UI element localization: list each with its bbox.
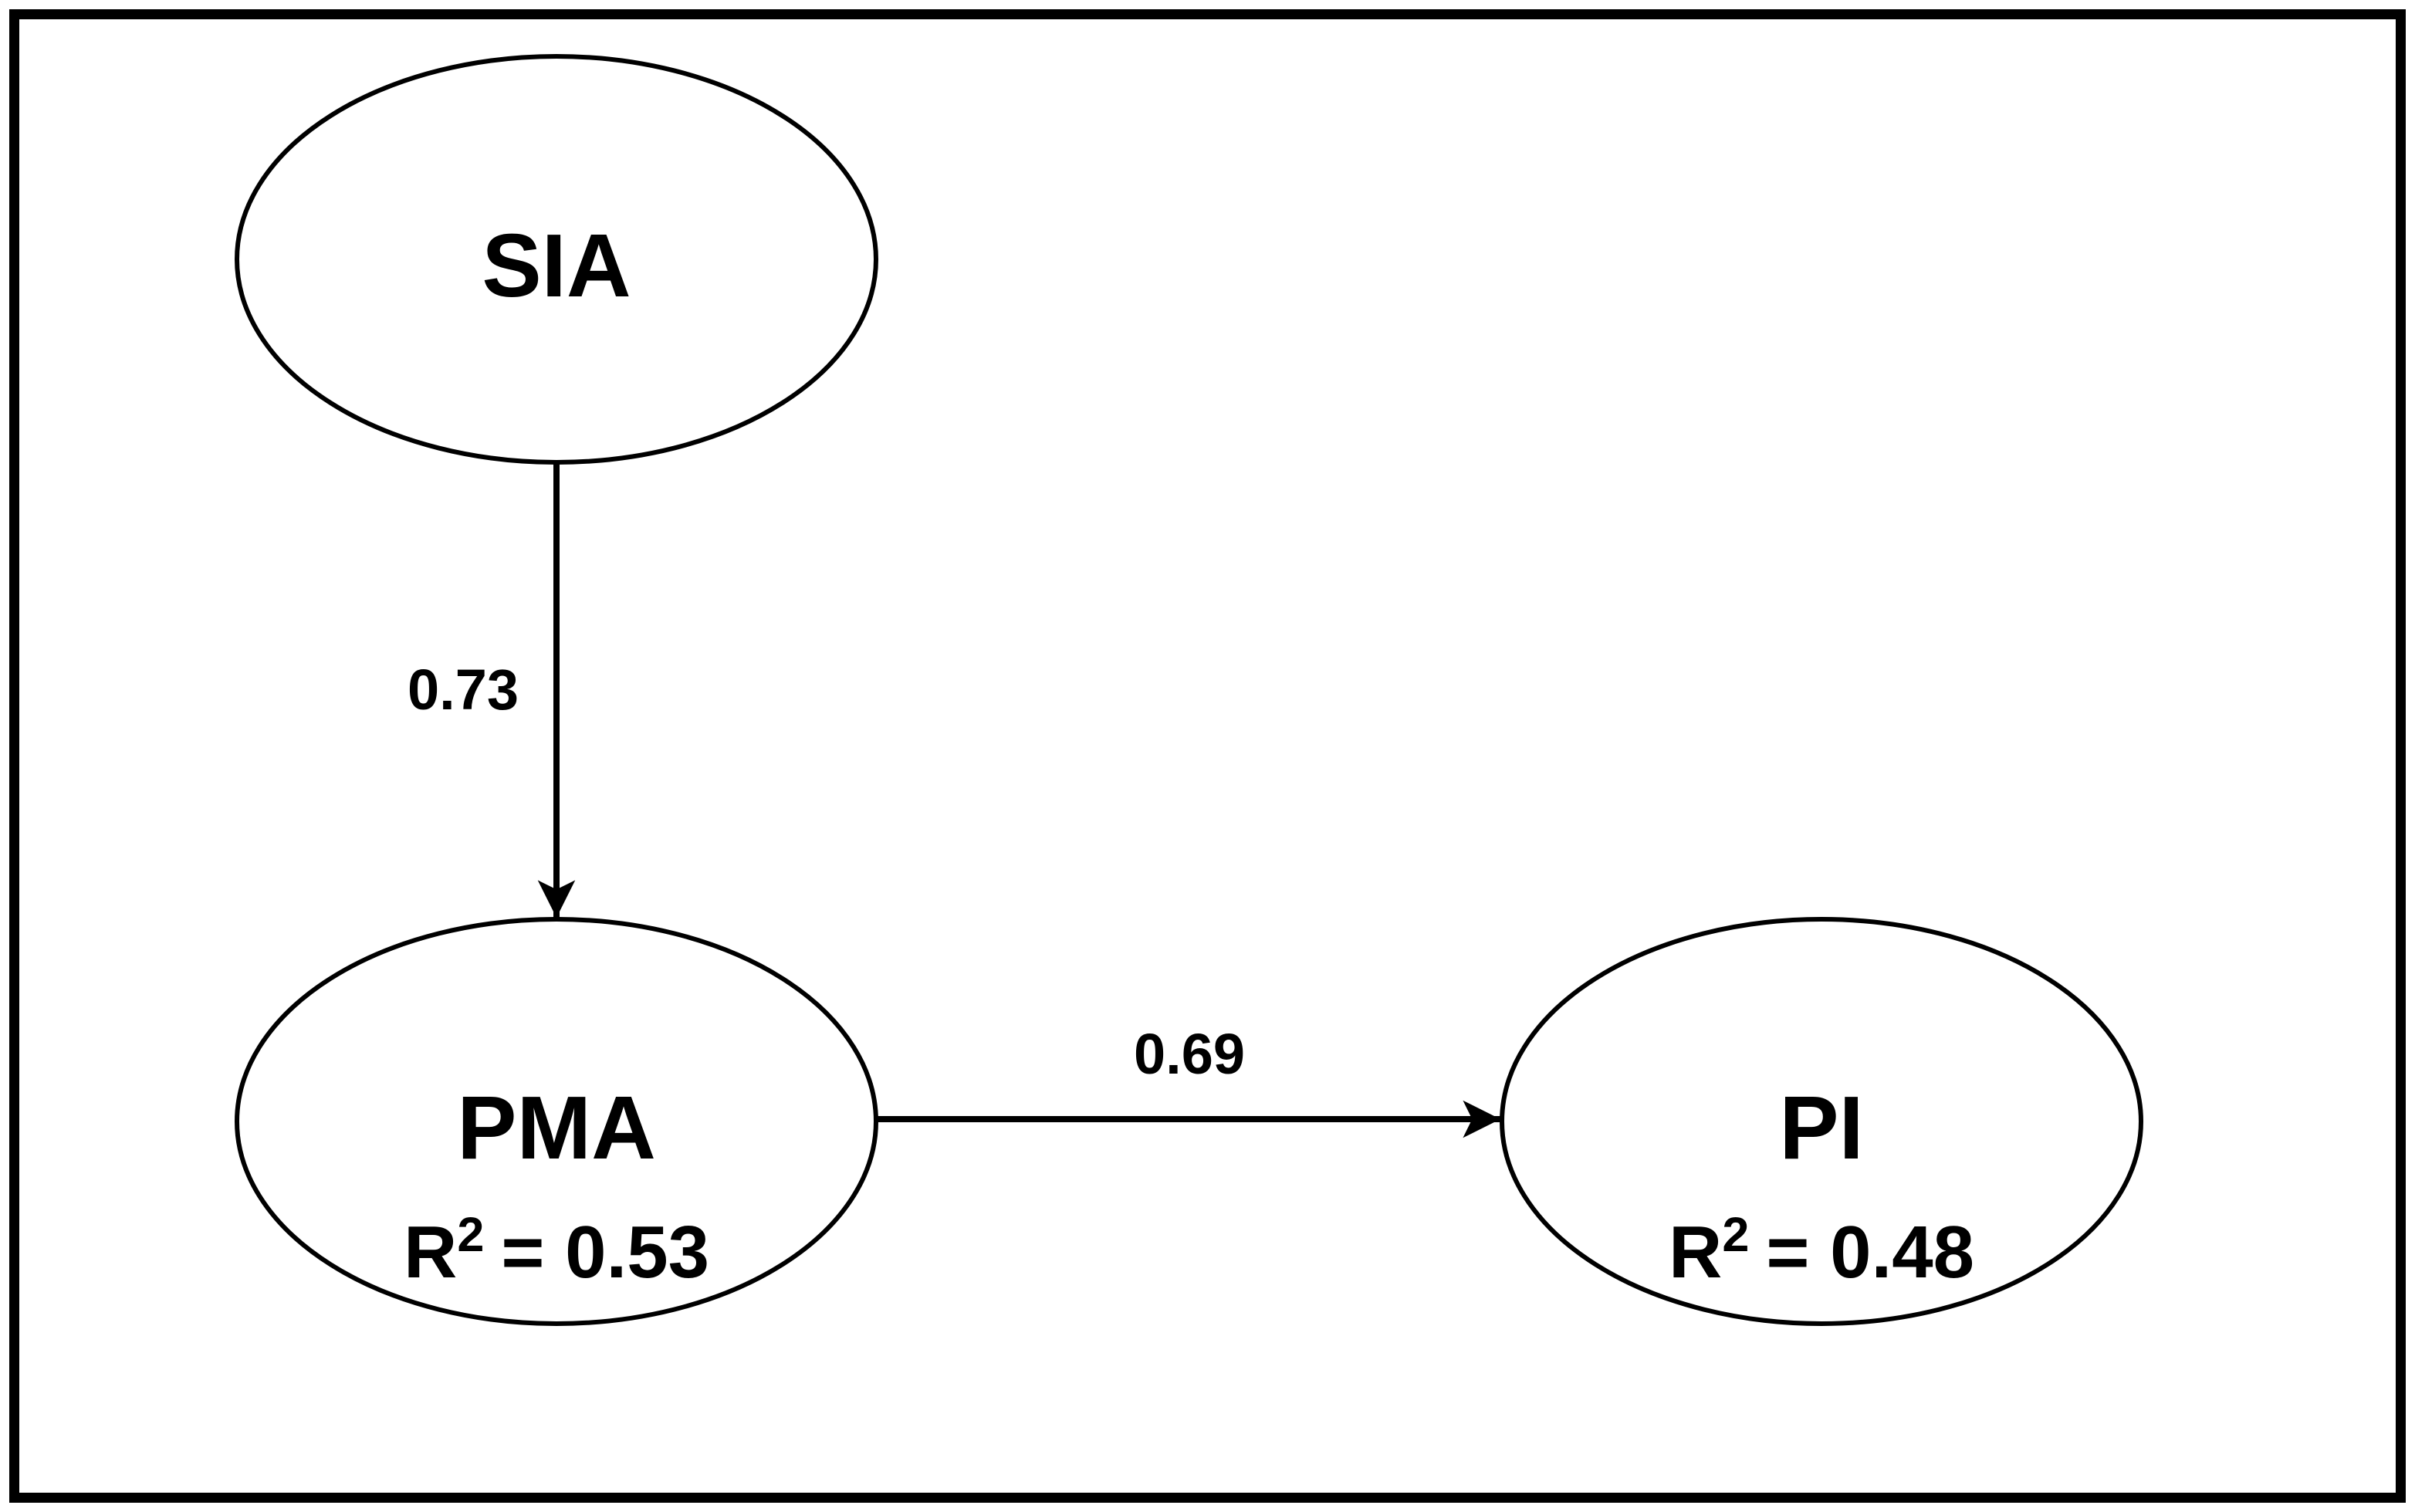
node-sia-ellipse [235, 54, 878, 465]
node-pma-r2-eq: = 0.53 [501, 1211, 709, 1294]
node-pi-r2-eq: = 0.48 [1766, 1211, 1974, 1294]
node-pi-r2-base: R [1669, 1211, 1722, 1294]
figure-border [9, 9, 2406, 1503]
node-pi-r2-sup: 2 [1722, 1208, 1749, 1262]
node-pi-ellipse [1500, 917, 2143, 1326]
node-pi: PI R2 = 0.48 [1500, 917, 2143, 1326]
edge-pma-pi-label: 0.69 [1134, 1022, 1245, 1086]
node-pi-label: PI [1779, 1077, 1864, 1178]
node-pma-label: PMA [457, 1077, 656, 1178]
node-sia: SIA [235, 54, 878, 465]
node-pma-r2: R2 = 0.53 [404, 1208, 709, 1294]
node-pi-r2: R2 = 0.48 [1669, 1208, 1974, 1294]
node-sia-label: SIA [482, 215, 631, 316]
node-pma-r2-sup: 2 [457, 1208, 484, 1262]
edge-sia-pma-label: 0.73 [408, 658, 519, 722]
node-pma-r2-base: R [404, 1211, 457, 1294]
edge-sia-pma: 0.73 [408, 464, 576, 918]
node-pma-ellipse [235, 917, 878, 1326]
edge-pma-pi: 0.69 [877, 1022, 1500, 1138]
node-pma: PMA R2 = 0.53 [235, 917, 878, 1326]
